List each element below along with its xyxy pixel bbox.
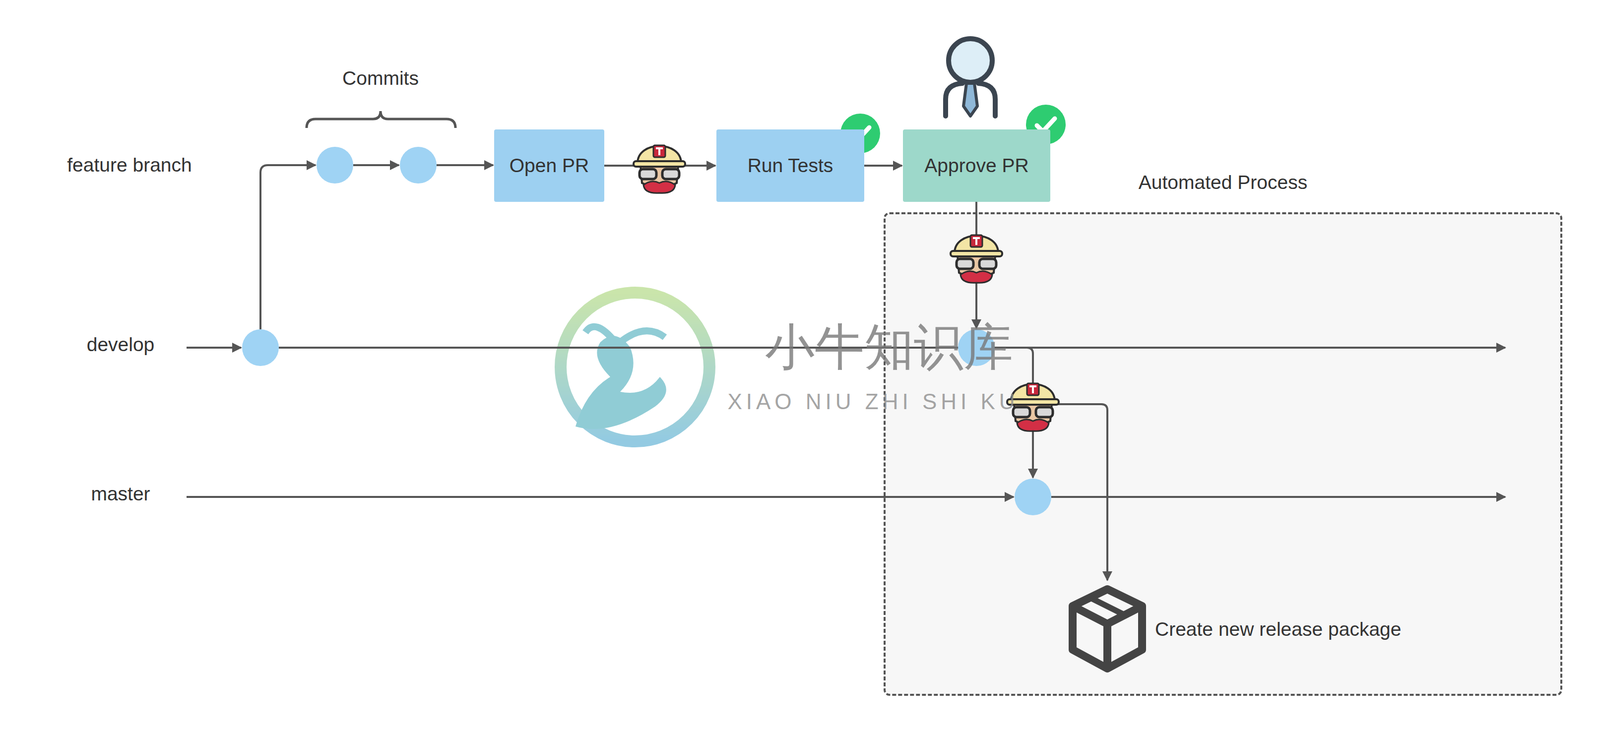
package-icon bbox=[1072, 589, 1143, 669]
branch-label: master bbox=[90, 482, 150, 507]
ci-icon bbox=[950, 235, 1003, 283]
branch-label: feature branch bbox=[66, 153, 192, 178]
watermark: 小牛知识库 bbox=[765, 317, 1014, 377]
node-text: Run Tests bbox=[747, 154, 834, 178]
release-node: Create new release package bbox=[1154, 618, 1402, 642]
branch-label: develop bbox=[86, 333, 155, 357]
region-heading: Automated Process bbox=[885, 171, 1561, 195]
approval-box: Approve PR bbox=[902, 129, 1051, 202]
region-ground bbox=[884, 213, 1562, 696]
process-box: Open PR bbox=[494, 129, 605, 202]
watermark: XIAO NIU ZHI SHI KU bbox=[727, 388, 1019, 416]
process-box: Run Tests bbox=[716, 129, 865, 202]
automated-region: Automated ProcessCreate new release pack… bbox=[883, 212, 1563, 697]
node-text: Approve PR bbox=[924, 154, 1029, 178]
commits-brace bbox=[306, 111, 456, 128]
reviewer-icon bbox=[945, 38, 996, 117]
group-label: Commits bbox=[342, 66, 419, 91]
ci-icon bbox=[633, 145, 686, 193]
watermark-logo bbox=[560, 292, 710, 442]
commit-dots bbox=[242, 146, 1052, 516]
node-text: Create new release package bbox=[1154, 618, 1402, 640]
branch-lines bbox=[186, 165, 1506, 581]
node-text: Open PR bbox=[509, 154, 589, 178]
flow-arrow bbox=[864, 164, 902, 167]
